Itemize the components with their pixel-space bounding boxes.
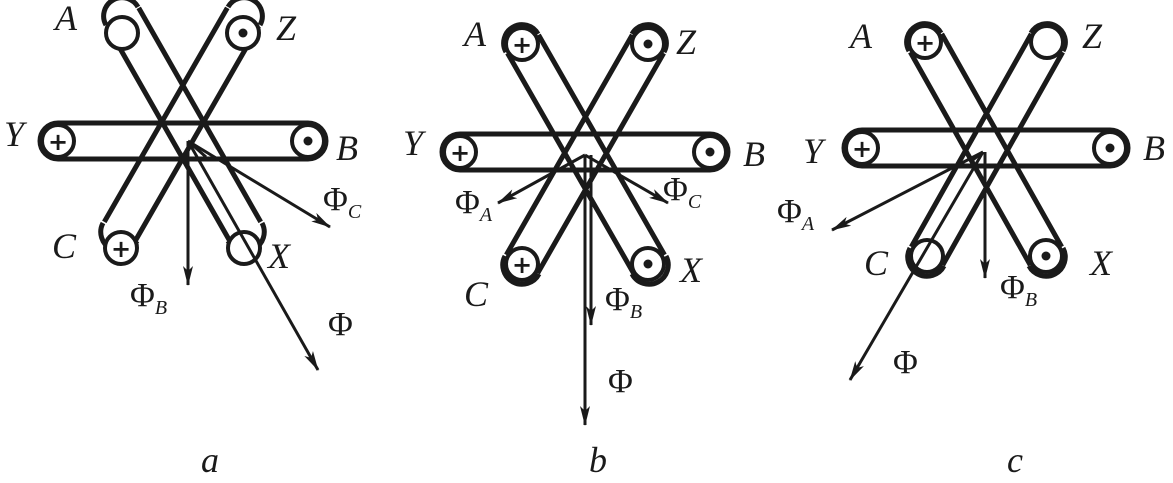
flux-total-arrow [186,140,320,371]
terminal-circle-y [40,123,76,159]
terminal-label-b: B [743,134,765,174]
flux-label-c: ΦC [663,171,702,213]
plus-mark-y: + [450,139,470,167]
plus-mark-c: + [512,251,532,279]
flux-label-c: ΦC [323,181,362,223]
terminal-circle-z [1029,24,1065,60]
terminal-label-c: C [864,243,889,283]
terminal-label-y: Y [403,123,427,163]
flux-origin-stub [969,150,984,164]
flux-c-arrow [187,139,331,229]
terminal-label-a: A [53,0,78,38]
dot-mark-b [303,136,313,146]
coil-y-b-a [37,120,329,162]
diagram-c: + + A Z Y B C X ΦA ΦB Φ c [777,16,1165,480]
terminal-circle-c [103,230,139,266]
terminal-circle-a [504,26,540,62]
flux-label-total: Φ [608,363,633,400]
flux-label-b: ΦB [130,277,167,319]
flux-label-b: ΦB [605,281,642,323]
terminal-circle-a [104,15,140,51]
terminal-label-x: X [1088,243,1114,283]
dot-mark-b [705,147,715,157]
plus-mark-y: + [852,135,872,163]
terminal-label-x: X [266,236,292,276]
flux-origin-stub [187,139,207,159]
terminal-label-z: Z [1082,16,1103,56]
diagram-b: + + + A Z Y B C X ΦA ΦC ΦB Φ b [403,14,765,480]
terminal-circle-a [907,24,943,60]
flux-label-b: ΦB [1000,269,1037,311]
terminal-circle-y [844,130,880,166]
terminal-label-y: Y [803,131,827,171]
coil-z-c-a [98,0,265,254]
coil-z-c-c [905,21,1068,279]
terminal-label-b: B [1143,128,1165,168]
plus-mark-y: + [48,128,68,156]
caption-a: a [201,440,219,478]
plus-mark-a: + [915,29,935,57]
terminal-label-z: Z [276,8,297,48]
terminal-label-a: A [848,16,873,56]
flux-a-arrow [831,150,984,232]
terminal-label-c: C [52,226,77,266]
flux-label-a: ΦA [777,193,815,235]
coil-a-x-a [101,0,267,254]
dot-mark-z [238,28,248,38]
terminal-label-a: A [462,14,487,54]
caption-b: b [589,440,607,478]
flux-a-arrow [497,153,586,205]
dot-mark-x [1041,251,1051,261]
flux-label-total: Φ [893,344,918,381]
terminal-circle-c [504,246,540,282]
flux-label-a: ΦA [455,184,493,226]
diagram-a: + + A Z Y B C X ΦC ΦB Φ a [4,0,362,480]
plus-mark-c: + [111,235,131,263]
dot-mark-x [643,259,653,269]
flux-label-total: Φ [328,306,353,343]
terminal-label-b: B [336,128,358,168]
terminal-label-x: X [678,250,704,290]
terminal-label-y: Y [4,114,28,154]
terminal-circle-y [442,134,478,170]
plus-mark-a: + [512,31,532,59]
caption-c: c [1007,440,1023,478]
dot-mark-b [1105,143,1115,153]
dot-mark-z [643,39,653,49]
terminal-label-c: C [464,274,489,314]
flux-c-arrow [584,153,669,205]
terminal-label-z: Z [676,22,697,62]
flux-total-arrow [848,151,985,381]
